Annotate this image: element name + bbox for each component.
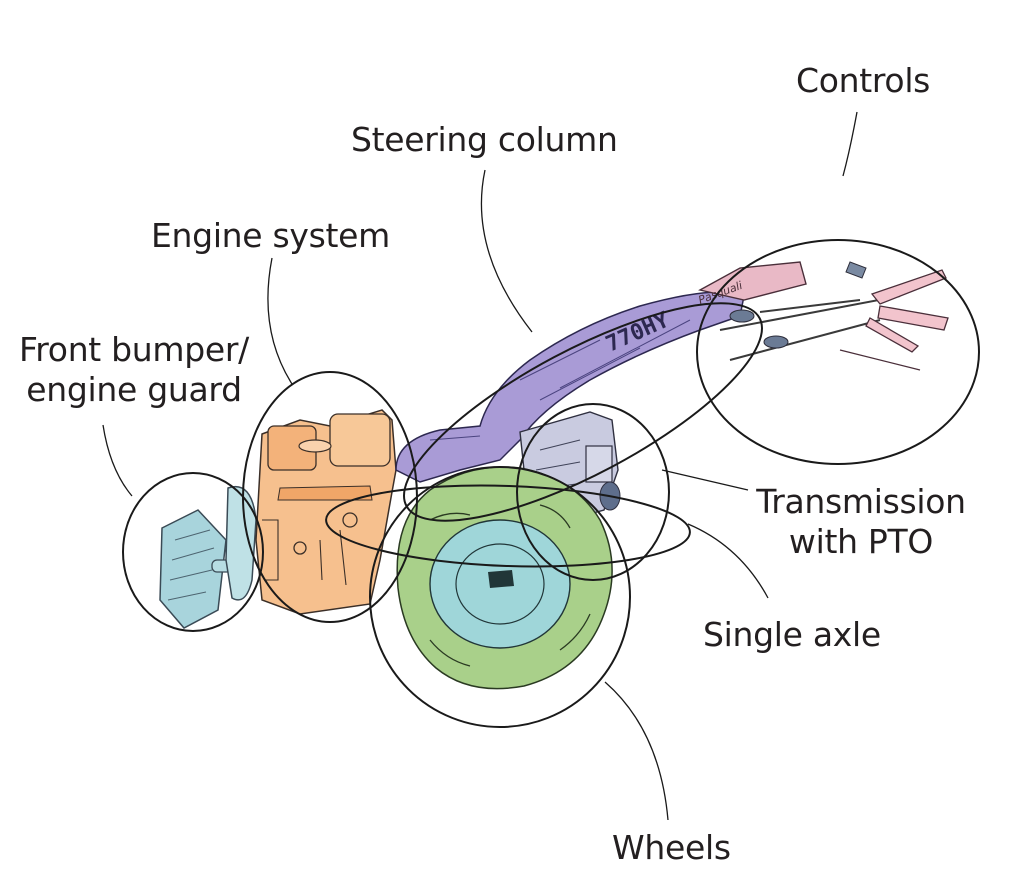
leader-wheels	[604, 681, 669, 821]
leader-engine	[267, 257, 293, 385]
wheel-sketch	[396, 466, 613, 690]
leader-transmission	[661, 469, 749, 491]
label-steering-column: Steering column	[351, 120, 618, 159]
fuel-cap	[298, 439, 332, 453]
air-filter	[329, 413, 391, 467]
bumper-region	[122, 472, 264, 632]
bumper-bracket	[225, 486, 257, 601]
label-front-bumper: Front bumper/ engine guard	[13, 330, 255, 410]
label-transmission: Transmission with PTO	[752, 482, 970, 562]
engine-sketch	[255, 409, 397, 615]
lever-upper	[870, 269, 947, 305]
leader-bumper	[102, 424, 133, 497]
front-bumper-sketch	[159, 486, 257, 629]
wheels-region	[369, 466, 631, 728]
axle-region	[325, 484, 691, 568]
callout-outlines	[122, 239, 980, 728]
label-front-bumper-line2: engine guard	[26, 370, 242, 409]
controls-sketch: Pasquali	[697, 261, 949, 371]
control-knob	[729, 309, 755, 323]
handle-grip	[877, 305, 949, 331]
controls-region	[696, 239, 980, 465]
label-transmission-line1: Transmission	[756, 482, 966, 521]
label-front-bumper-line1: Front bumper/	[18, 330, 249, 369]
lever-lower	[865, 317, 920, 353]
handlebar-rods	[719, 295, 901, 361]
label-transmission-line2: with PTO	[788, 522, 934, 561]
transmission-region	[516, 403, 670, 581]
label-wheels: Wheels	[612, 828, 731, 867]
label-engine-system: Engine system	[151, 216, 390, 255]
label-single-axle: Single axle	[703, 615, 881, 654]
leader-controls	[842, 111, 858, 177]
leader-axle	[687, 523, 769, 599]
pto-housing	[585, 445, 613, 483]
control-knob	[763, 335, 789, 349]
leader-steering	[480, 169, 533, 333]
label-controls: Controls	[796, 61, 931, 100]
leader-lines	[102, 111, 858, 821]
